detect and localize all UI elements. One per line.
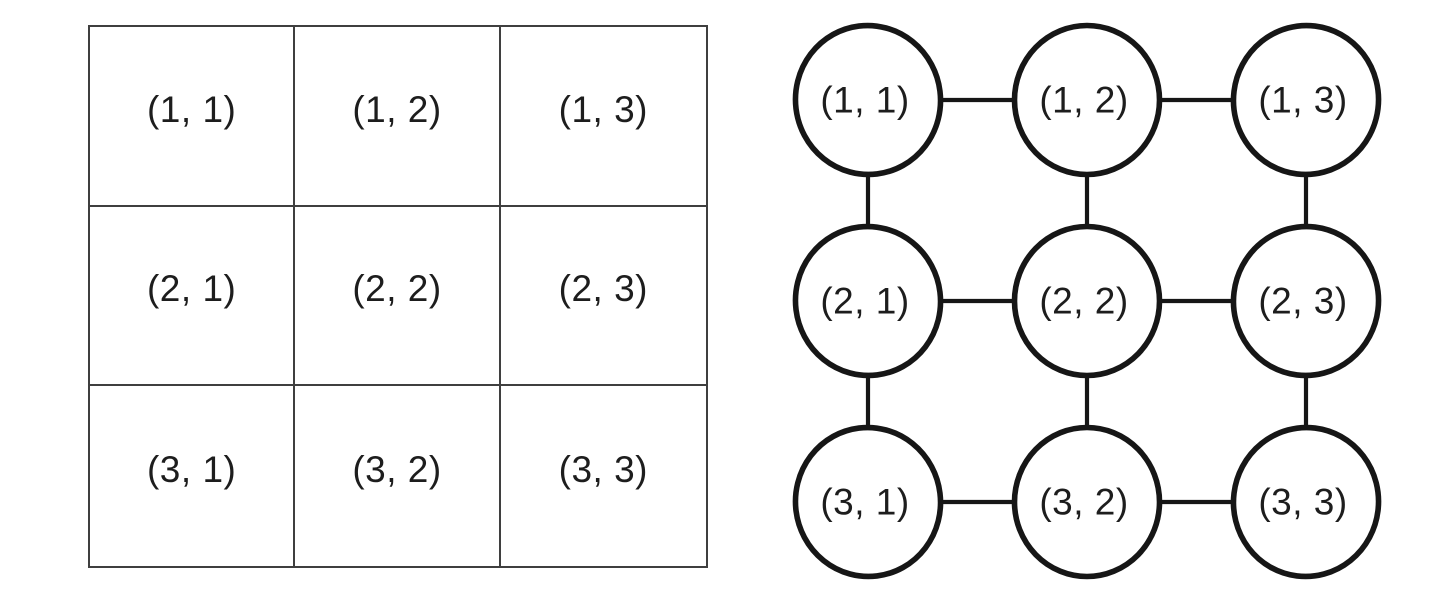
graph-node-label: (2, 1) (820, 281, 909, 322)
graph-node-circle (1230, 424, 1382, 580)
graph-node-2,1: (2, 1) (792, 223, 944, 379)
table-cell-1-3: (1, 3) (500, 27, 706, 207)
graph-node-label: (3, 2) (1039, 482, 1128, 523)
graph-node-3,3: (3, 3) (1230, 424, 1382, 580)
graph-node-circle (792, 223, 944, 379)
graph-node-label: (2, 3) (1258, 281, 1347, 322)
table-cell-1-1: (1, 1) (90, 27, 296, 207)
table-cell-label: (2, 1) (146, 268, 237, 310)
table-cell-3-2: (3, 2) (295, 386, 501, 566)
graph-node-circle (792, 22, 944, 178)
graph-node-1,3: (1, 3) (1230, 22, 1382, 178)
graph-node-circle (1230, 223, 1382, 379)
coordinate-table: (1, 1) (1, 2) (1, 3) (2, 1) (2, 2) (2, 3) (3, … (88, 25, 708, 568)
table-cell-2-1: (2, 1) (90, 206, 296, 387)
table-cell-3-1: (3, 1) (90, 386, 296, 566)
table-cell-label: (3, 1) (146, 449, 237, 491)
graph-node-label: (3, 3) (1258, 482, 1347, 523)
graph-node-circle (1011, 223, 1163, 379)
graph-node-label: (1, 2) (1039, 80, 1128, 121)
table-cell-label: (3, 3) (558, 449, 648, 491)
graph-node-label: (1, 1) (820, 80, 909, 121)
table-cell-3-3: (3, 3) (501, 386, 706, 566)
graph-node-1,2: (1, 2) (1011, 22, 1163, 178)
graph-node-3,1: (3, 1) (792, 424, 944, 580)
graph-node-2,2: (2, 2) (1011, 223, 1163, 379)
table-cell-label: (2, 3) (558, 268, 648, 310)
table-cell-label: (1, 1) (146, 88, 237, 130)
table-cell-label: (2, 2) (352, 268, 442, 310)
table-cell-label: (3, 2) (352, 449, 442, 491)
graph-node-1,1: (1, 1) (792, 22, 944, 178)
graph-node-circle (1011, 424, 1163, 580)
graph-node-2,3: (2, 3) (1230, 223, 1382, 379)
table-cell-2-2: (2, 2) (295, 206, 501, 387)
table-cell-label: (1, 2) (352, 88, 442, 130)
graph-node-circle (1011, 22, 1163, 178)
graph-node-label: (2, 2) (1039, 281, 1128, 322)
graph-node-label: (1, 3) (1258, 80, 1347, 121)
graph-node-circle (792, 424, 944, 580)
table-cell-label: (1, 3) (558, 88, 648, 130)
graph-node-circle (1230, 22, 1382, 178)
graph-node-3,2: (3, 2) (1011, 424, 1163, 580)
graph-node-label: (3, 1) (820, 482, 909, 523)
table-cell-2-3: (2, 3) (500, 207, 706, 387)
table-cell-1-2: (1, 2) (295, 27, 501, 207)
